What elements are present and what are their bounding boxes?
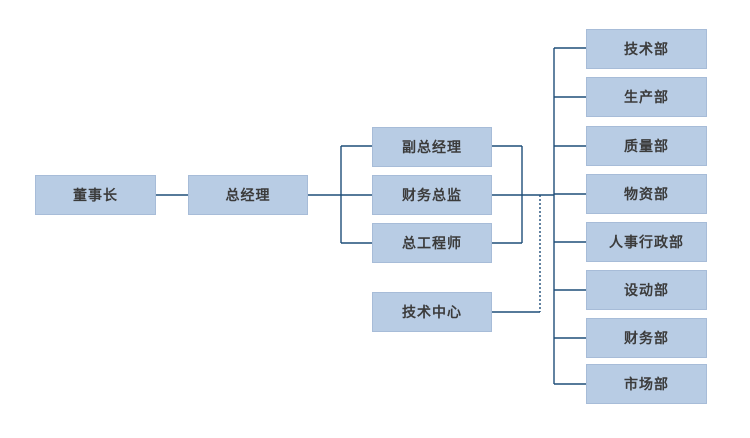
node-department: 财务部	[586, 318, 707, 358]
node-deputy-gm: 副总经理	[372, 127, 492, 167]
node-tech-center: 技术中心	[372, 292, 492, 332]
node-chairman: 董事长	[35, 175, 156, 215]
node-department: 质量部	[586, 126, 707, 166]
node-cfo: 财务总监	[372, 175, 492, 215]
node-department: 市场部	[586, 364, 707, 404]
node-department: 物资部	[586, 174, 707, 214]
node-department: 生产部	[586, 77, 707, 117]
node-general-manager: 总经理	[188, 175, 308, 215]
node-chief-engineer: 总工程师	[372, 223, 492, 263]
node-department: 人事行政部	[586, 222, 707, 262]
node-department: 技术部	[586, 29, 707, 69]
node-department: 设动部	[586, 270, 707, 310]
